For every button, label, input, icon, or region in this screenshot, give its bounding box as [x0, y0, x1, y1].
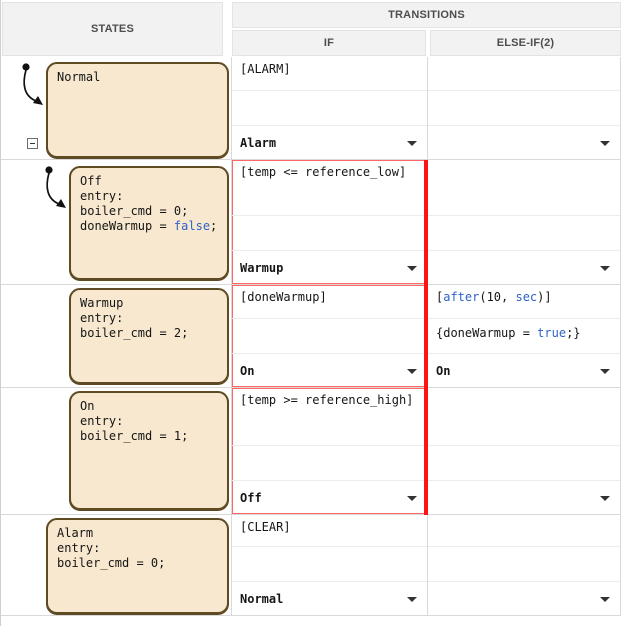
- if-destination[interactable]: Off: [232, 481, 427, 514]
- if-cell: [temp <= reference_low] Warmup: [232, 160, 428, 284]
- state-cell: Normal: [1, 57, 232, 159]
- if-action[interactable]: [232, 319, 427, 354]
- collapse-toggle-icon[interactable]: [27, 138, 38, 149]
- elseif-condition[interactable]: [428, 515, 620, 547]
- if-destination-label: Off: [240, 490, 262, 505]
- if-action[interactable]: [232, 216, 427, 251]
- dropdown-caret-icon[interactable]: [600, 495, 610, 501]
- if-cell: [doneWarmup] On: [232, 285, 428, 387]
- elseif-condition[interactable]: [428, 57, 620, 91]
- if-action[interactable]: [232, 446, 427, 481]
- dropdown-caret-icon[interactable]: [407, 265, 417, 271]
- if-destination[interactable]: Alarm: [232, 126, 427, 159]
- elseif-destination[interactable]: On: [428, 354, 620, 387]
- if-cell: [ALARM] Alarm: [232, 57, 428, 159]
- dropdown-caret-icon[interactable]: [407, 368, 417, 374]
- state-box-normal[interactable]: Normal: [46, 62, 229, 158]
- elseif-column-header: ELSE-IF(2): [430, 30, 621, 56]
- elseif-destination[interactable]: [428, 481, 620, 514]
- elseif-condition[interactable]: [after(10, sec)]: [428, 285, 620, 319]
- elseif-action[interactable]: [428, 446, 620, 481]
- transitions-header-label: TRANSITIONS: [388, 9, 465, 21]
- if-condition[interactable]: [CLEAR]: [232, 515, 427, 547]
- states-header-label: STATES: [91, 23, 134, 35]
- transitions-column-header: TRANSITIONS: [232, 2, 621, 28]
- elseif-destination-label: On: [436, 363, 451, 378]
- if-header-label: IF: [323, 37, 335, 49]
- elseif-condition[interactable]: [428, 388, 620, 446]
- elseif-action[interactable]: [428, 91, 620, 126]
- if-destination-label: Alarm: [240, 135, 277, 150]
- elseif-destination[interactable]: [428, 582, 620, 615]
- if-destination-label: Warmup: [240, 260, 284, 275]
- elseif-cell: [after(10, sec)]{doneWarmup = true;} On: [428, 285, 621, 387]
- if-column-header: IF: [232, 30, 426, 56]
- elseif-action[interactable]: [428, 216, 620, 251]
- elseif-cell: [428, 388, 621, 514]
- if-condition[interactable]: [doneWarmup]: [232, 285, 427, 319]
- if-destination[interactable]: On: [232, 354, 427, 387]
- if-destination[interactable]: Warmup: [232, 251, 427, 284]
- table-row: Normal[ALARM] Alarm: [1, 57, 621, 160]
- dropdown-caret-icon[interactable]: [407, 495, 417, 501]
- dropdown-caret-icon[interactable]: [600, 596, 610, 602]
- if-action[interactable]: [232, 91, 427, 126]
- elseif-header-label: ELSE-IF(2): [496, 37, 555, 49]
- if-cell: [temp >= reference_high] Off: [232, 388, 428, 514]
- if-condition[interactable]: [temp >= reference_high]: [232, 388, 427, 446]
- elseif-condition[interactable]: [428, 160, 620, 216]
- elseif-cell: [428, 515, 621, 615]
- if-cell: [CLEAR] Normal: [232, 515, 428, 615]
- elseif-cell: [428, 57, 621, 159]
- if-condition[interactable]: [temp <= reference_low]: [232, 160, 427, 216]
- elseif-cell: [428, 160, 621, 284]
- dropdown-caret-icon[interactable]: [600, 265, 610, 271]
- states-column-header: STATES: [2, 2, 223, 56]
- elseif-destination[interactable]: [428, 126, 620, 159]
- elseif-action[interactable]: [428, 547, 620, 582]
- if-action[interactable]: [232, 547, 427, 582]
- dropdown-caret-icon[interactable]: [600, 368, 610, 374]
- dropdown-caret-icon[interactable]: [600, 140, 610, 146]
- dropdown-caret-icon[interactable]: [407, 596, 417, 602]
- if-destination-label: On: [240, 363, 255, 378]
- elseif-destination[interactable]: [428, 251, 620, 284]
- if-destination-label: Normal: [240, 591, 284, 606]
- selection-red-bar: [424, 160, 428, 515]
- elseif-action[interactable]: {doneWarmup = true;}: [428, 319, 620, 354]
- if-condition[interactable]: [ALARM]: [232, 57, 427, 91]
- dropdown-caret-icon[interactable]: [407, 140, 417, 146]
- if-destination[interactable]: Normal: [232, 582, 427, 615]
